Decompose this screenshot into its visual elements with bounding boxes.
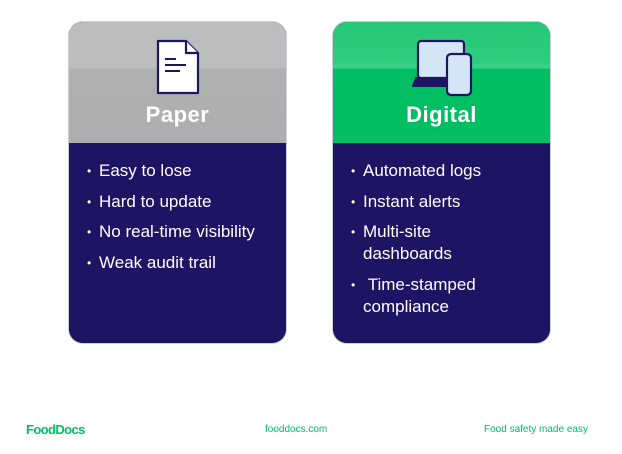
website-link[interactable]: fooddocs.com xyxy=(265,424,328,435)
paper-card-body: •Easy to lose •Hard to update •No real-t… xyxy=(69,143,286,343)
bullet-icon: • xyxy=(87,225,92,239)
bullet-icon: • xyxy=(351,277,356,292)
list-item: •Easy to lose xyxy=(87,161,192,180)
list-item: •Weak audit trail xyxy=(87,252,216,272)
tagline: Food safety made easy xyxy=(484,424,588,435)
list-item: •Hard to update xyxy=(87,191,212,211)
paper-card: Paper •Easy to lose •Hard to update •No … xyxy=(69,22,286,343)
bullet-icon: • xyxy=(87,255,92,270)
paper-list: •Easy to lose •Hard to update •No real-t… xyxy=(87,160,278,282)
list-item: • Time-stamped compliance xyxy=(351,274,481,316)
digital-card-title: Digital xyxy=(406,102,477,127)
list-item: •Instant alerts xyxy=(351,191,461,211)
bullet-icon: • xyxy=(351,164,356,178)
laptop-phone-icon xyxy=(411,39,472,97)
fooddocs-logo: FoodDocs xyxy=(26,422,85,437)
list-item: •Multi-site dashboards xyxy=(351,222,452,263)
digital-card: Digital •Automated logs •Instant alerts … xyxy=(333,22,550,343)
document-icon xyxy=(156,39,199,95)
list-item: •No real-time visibility xyxy=(87,222,255,241)
bullet-icon: • xyxy=(87,194,92,209)
paper-card-header: Paper xyxy=(69,22,286,143)
bullet-icon: • xyxy=(87,164,92,178)
digital-card-header: Digital xyxy=(333,22,550,143)
digital-list: •Automated logs •Instant alerts •Multi-s… xyxy=(351,160,542,326)
digital-card-body: •Automated logs •Instant alerts •Multi-s… xyxy=(333,143,550,343)
list-item: •Automated logs xyxy=(351,161,482,180)
paper-card-title: Paper xyxy=(145,102,210,127)
bullet-icon: • xyxy=(351,225,356,239)
bullet-icon: • xyxy=(351,194,356,209)
